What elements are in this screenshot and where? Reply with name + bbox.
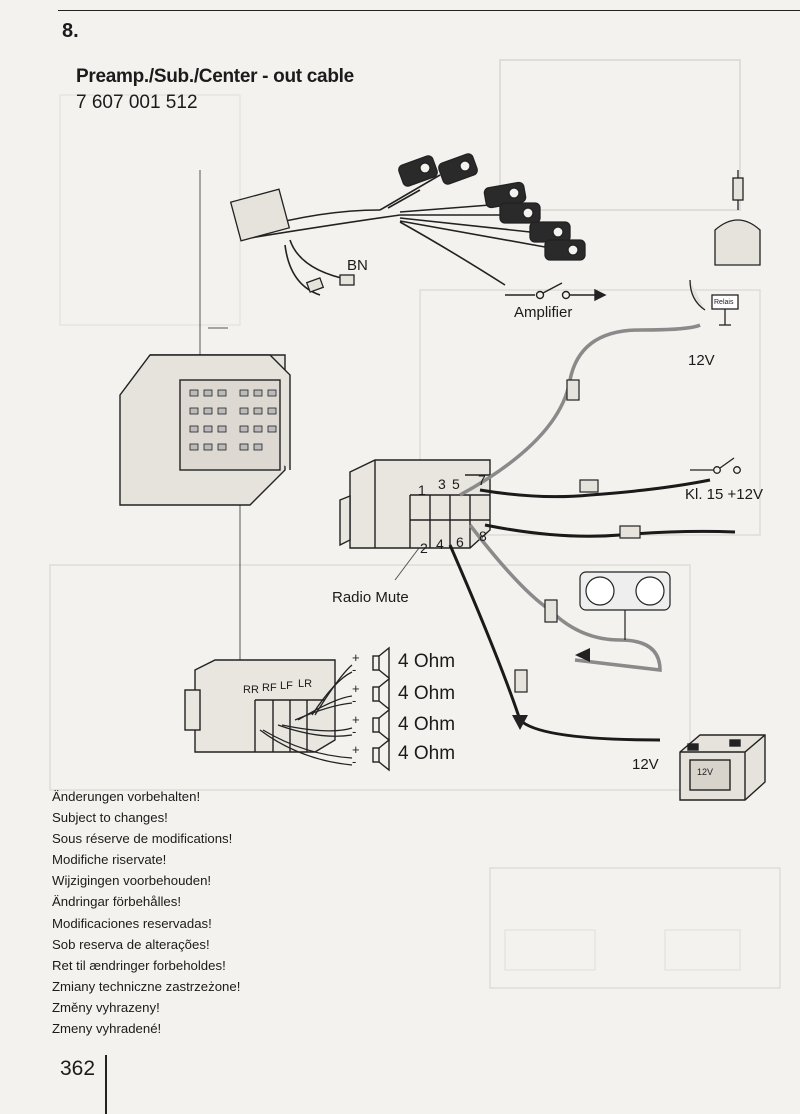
speaker-symbols <box>372 646 390 772</box>
connector-c <box>184 659 336 753</box>
pin-5: 5 <box>452 476 460 492</box>
speaker-wires <box>259 664 353 766</box>
pin-4: 4 <box>436 536 444 552</box>
pin-3: 3 <box>438 476 446 492</box>
adapter-connector <box>339 459 491 549</box>
speaker-impedance: 4 Ohm <box>398 743 456 764</box>
svg-text:+: + <box>352 650 360 665</box>
connector-c-rf: RF <box>262 682 277 694</box>
head-unit <box>119 354 291 506</box>
instrument-cluster <box>579 571 671 640</box>
notice-line: Sob reserva de alterações! <box>52 936 210 952</box>
speaker-impedance: 4 Ohm <box>398 651 456 672</box>
part-number: 7 607 001 512 <box>76 92 198 113</box>
pin-2: 2 <box>420 540 428 556</box>
notice-line: Ret til ændringer forbeholdes! <box>52 957 226 973</box>
battery <box>679 734 766 801</box>
speaker-polarity: +- +- +- +- <box>352 650 360 769</box>
svg-text:-: - <box>352 754 356 769</box>
wire-arrows <box>512 648 590 730</box>
notice-line: Änderungen vorbehalten! <box>52 789 201 804</box>
page-number-divider <box>105 1055 107 1114</box>
pin-7: 7 <box>478 472 486 488</box>
svg-text:+: + <box>352 742 360 757</box>
change-notices: Änderungen vorbehalten! Subject to chang… <box>52 786 240 1039</box>
notice-line: Wijzigingen voorbehouden! <box>52 873 212 889</box>
amplifier-switch <box>505 282 607 302</box>
voltage-12v-top: 12V <box>688 352 715 369</box>
svg-text:+: + <box>352 712 360 727</box>
pin-8: 8 <box>479 528 487 544</box>
svg-text:-: - <box>352 693 356 708</box>
svg-text:-: - <box>352 662 356 677</box>
rca-plugs <box>398 153 586 261</box>
notice-line: Modificaciones reservadas! <box>52 915 212 931</box>
speaker-impedance: 4 Ohm <box>398 683 456 704</box>
inline-fuses <box>514 379 641 693</box>
bn-label: BN <box>347 257 368 274</box>
notice-line: Ändringar förbehålles! <box>52 894 182 910</box>
rca-cable <box>249 174 546 296</box>
notice-line: Zmiany techniczne zastrzeżone! <box>52 978 241 994</box>
notice-line: Změny vyhrazeny! <box>52 999 160 1015</box>
iso-plug <box>229 188 355 293</box>
connector-c-lr: LR <box>298 678 313 690</box>
svg-text:+: + <box>352 681 360 696</box>
cable-title: Preamp./Sub./Center - out cable <box>76 66 354 87</box>
notice-line: Modifiche riservate! <box>52 852 167 868</box>
notice-line: Zmeny vyhradené! <box>52 1021 162 1037</box>
voltage-12v-bottom: 12V <box>632 756 659 773</box>
pin-6: 6 <box>456 534 464 550</box>
power-antenna <box>689 170 761 326</box>
radio-mute-label: Radio Mute <box>332 589 409 606</box>
page-number: 362 <box>60 1057 96 1080</box>
pin-1: 1 <box>418 482 426 498</box>
section-number: 8. <box>62 20 79 42</box>
connector-c-lf: LF <box>280 680 293 692</box>
speaker-impedance: 4 Ohm <box>398 714 456 735</box>
amplifier-label: Amplifier <box>514 304 573 321</box>
notice-line: Sous réserve de modifications! <box>52 831 233 847</box>
ignition-switch <box>690 457 741 474</box>
svg-text:-: - <box>352 724 356 739</box>
top-rule <box>58 10 800 11</box>
grey-wires <box>459 323 701 672</box>
battery-label: 12V <box>697 767 714 777</box>
notice-line: Subject to changes! <box>52 810 168 826</box>
kl15-label: Kl. 15 +12V <box>685 486 763 503</box>
relais-label: Relais <box>714 299 734 306</box>
connector-c-rr: RR <box>243 684 259 696</box>
